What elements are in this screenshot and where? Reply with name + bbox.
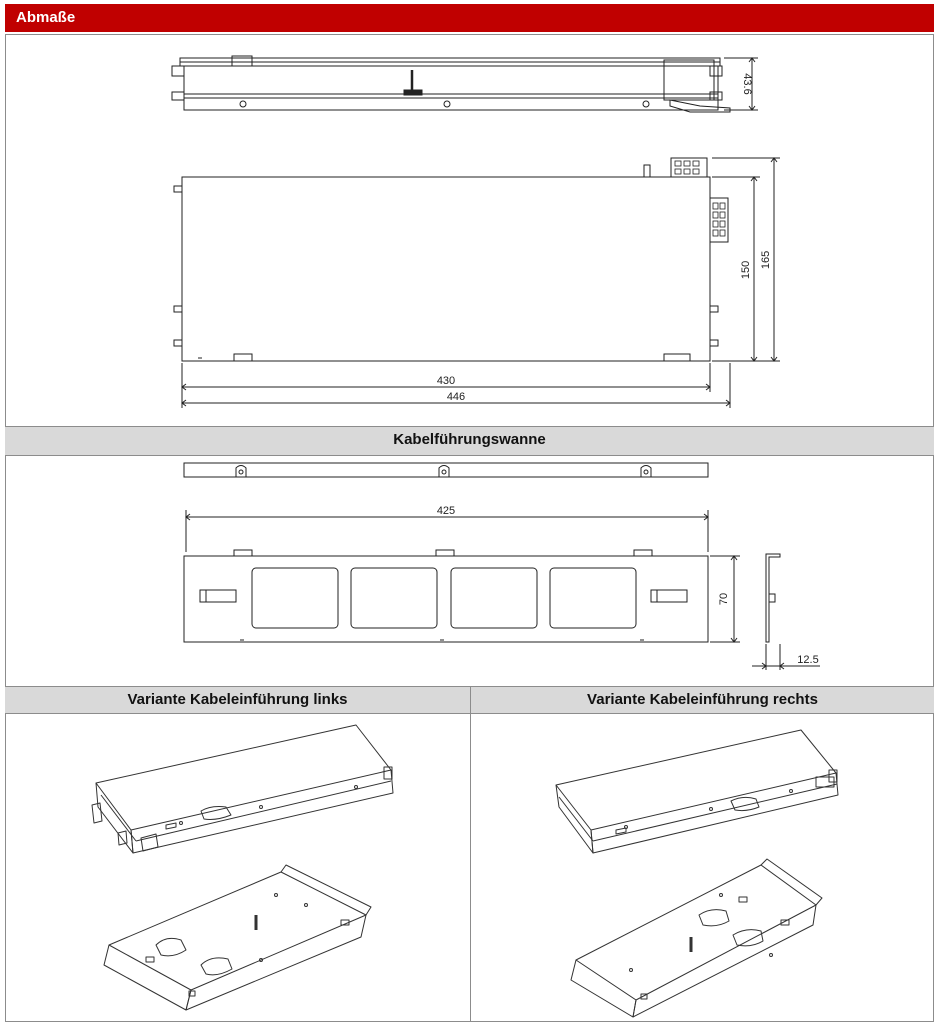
cable-tray-header: Kabelführungswanne [5, 426, 934, 456]
dim-depth-inner-label: 150 [740, 261, 752, 279]
variant-divider [470, 686, 471, 1022]
dim-width-inner-label: 430 [437, 375, 455, 387]
main-dimension-drawing: 43.6 150 165 430 446 [171, 55, 780, 408]
dim-depth-outer-label: 165 [760, 251, 772, 269]
variant-right-isometric [555, 729, 839, 1018]
tray-end-profile [765, 553, 781, 643]
top-view [173, 157, 780, 408]
variant-left-header: Variante Kabeleinführung links [5, 686, 470, 714]
dim-width-outer-label: 446 [447, 391, 465, 403]
content-frame [5, 34, 934, 1022]
tray-side-profile [183, 462, 709, 478]
tray-width-label: 425 [437, 505, 455, 517]
variant-left-isometric [91, 724, 394, 1011]
side-view [171, 55, 758, 113]
variant-right-header: Variante Kabeleinführung rechts [470, 686, 934, 714]
page-title: Abmaße [5, 4, 934, 32]
tray-depth-label: 70 [718, 593, 730, 605]
cable-tray-drawing: 425 70 12.5 [183, 462, 820, 670]
tray-flange-label: 12.5 [797, 654, 818, 666]
dim-height-label: 43.6 [741, 73, 753, 94]
tray-plan-view [183, 555, 709, 643]
